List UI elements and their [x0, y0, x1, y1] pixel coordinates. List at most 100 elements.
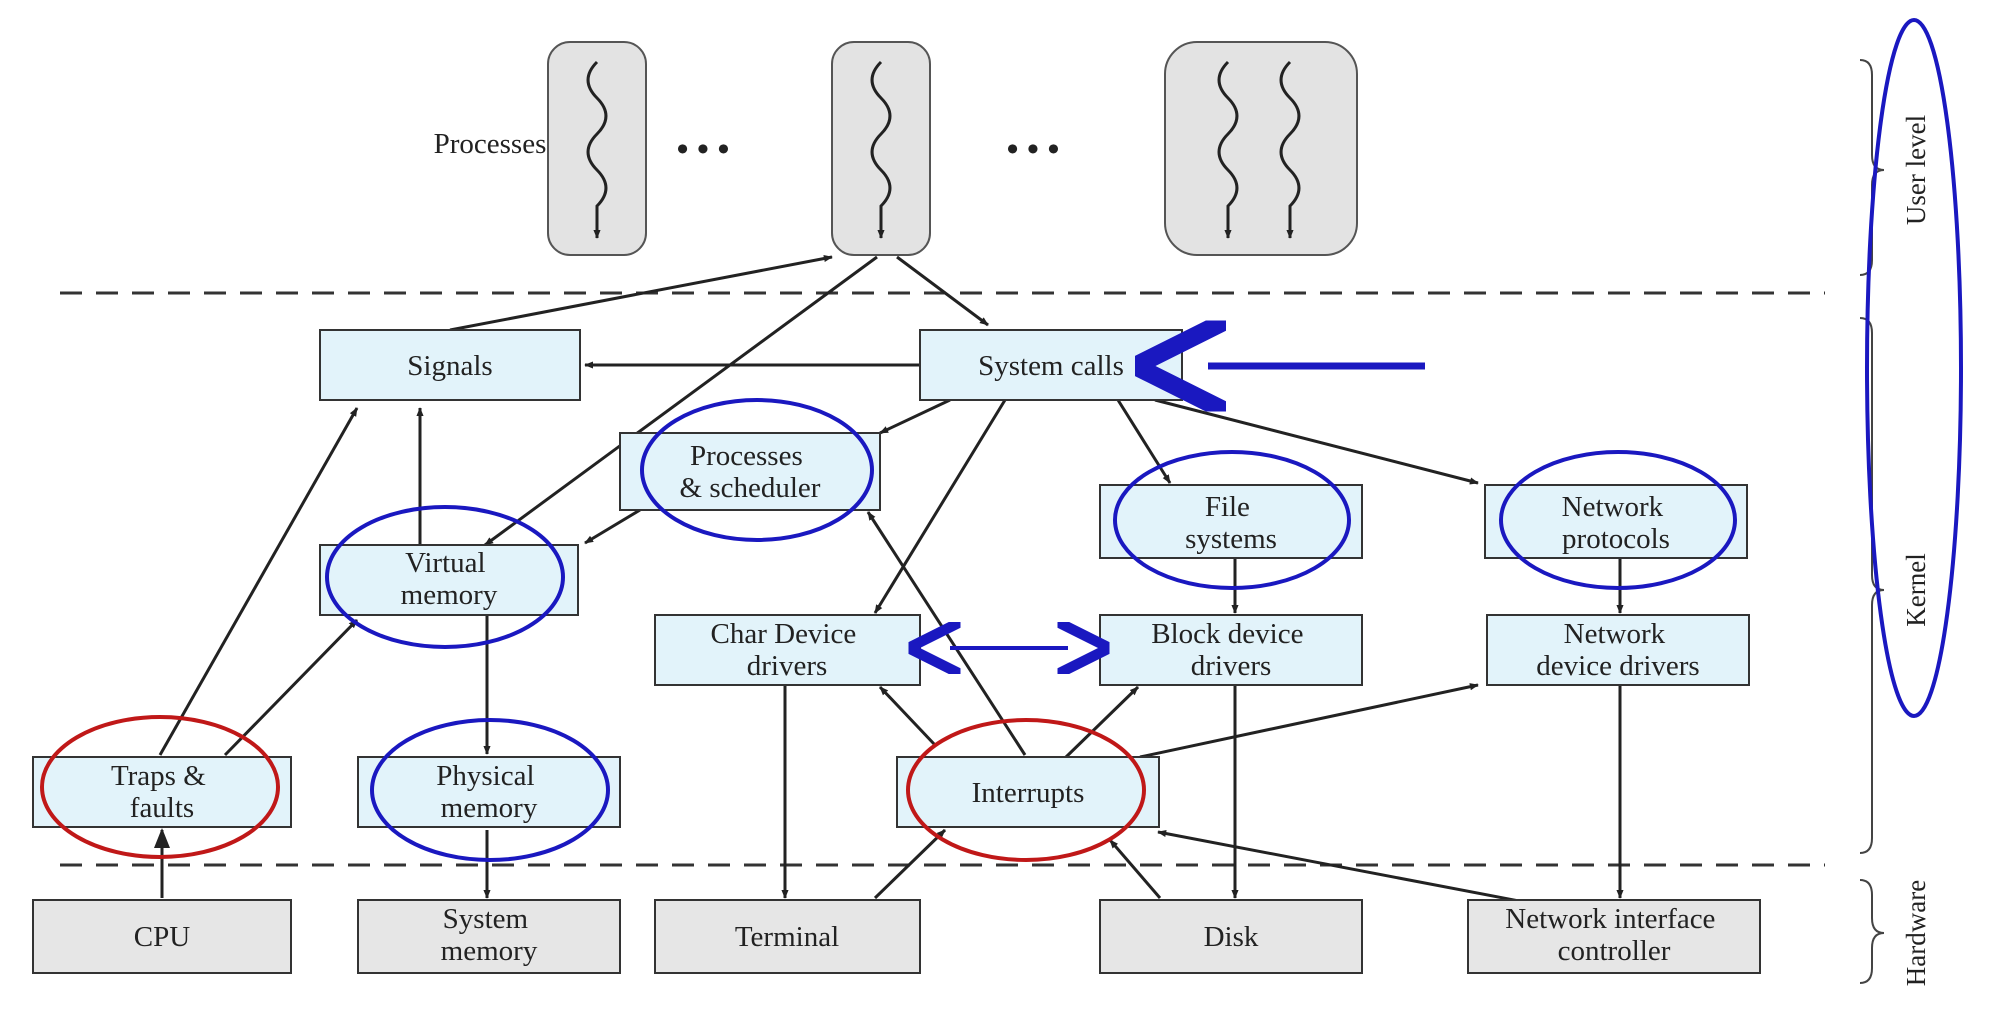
system-calls-label: System calls: [978, 350, 1124, 382]
svg-text:Network protocols: Network protocols: [1562, 491, 1671, 555]
highlight-network-protocols: [1499, 450, 1737, 590]
file-systems-label-2: systems: [1185, 523, 1277, 555]
system-memory-label-2: memory: [441, 935, 538, 967]
char-device-drivers-label-1: Char Device: [711, 618, 857, 650]
arrow-process-to-vm: [484, 255, 878, 547]
svg-text:Signals: Signals: [407, 350, 492, 382]
svg-text:Interrupts: Interrupts: [972, 777, 1085, 809]
arrow-syscalls-to-netproto: [1154, 398, 1479, 485]
highlight-kernel-level: [1865, 18, 1963, 718]
highlight-annotations: [40, 18, 1963, 862]
disk-label: Disk: [1204, 921, 1259, 953]
arrow-process-to-syscalls: [896, 255, 989, 327]
virtual-memory-box: Virtual memory: [319, 544, 579, 616]
disk-box: Disk: [1099, 899, 1363, 974]
terminal-box: Terminal: [654, 899, 921, 974]
nic-label-1: Network interface: [1505, 903, 1715, 935]
cpu-label: CPU: [134, 921, 190, 953]
network-device-drivers-box: Network device drivers: [1486, 614, 1750, 686]
processes-ellipsis-right: • • •: [1007, 131, 1060, 168]
arrow-syscalls-to-scheduler: [879, 398, 951, 435]
processes-scheduler-label-2: & scheduler: [680, 472, 821, 504]
process-3-multithreaded: [1164, 41, 1358, 256]
block-device-drivers-label-1: Block device: [1151, 618, 1303, 650]
arrow-interrupts-to-char-drivers: [878, 685, 937, 747]
char-device-drivers-box: Char Device drivers: [654, 614, 921, 686]
interrupts-box: Interrupts: [896, 756, 1160, 828]
process-2: [831, 41, 931, 256]
process-1: [547, 41, 647, 256]
system-memory-label-1: System: [443, 903, 529, 935]
svg-text:Network device drivers: Network device drivers: [1536, 618, 1699, 682]
cpu-box: CPU: [32, 899, 292, 974]
processes-ellipsis-left: • • •: [677, 131, 730, 168]
network-device-drivers-label-1: Network: [1564, 618, 1666, 650]
block-device-drivers-box: Block device drivers: [1099, 614, 1363, 686]
block-device-drivers-label-2: drivers: [1191, 650, 1272, 682]
user-level-label: User level: [1901, 115, 1931, 225]
file-systems-box: File systems: [1099, 484, 1363, 559]
network-device-drivers-label-2: device drivers: [1536, 650, 1699, 682]
svg-text:Disk: Disk: [1204, 921, 1259, 953]
arrow-syscalls-to-char-drivers: [873, 399, 1007, 614]
svg-text:Physical memory: Physical memory: [436, 760, 542, 824]
arrow-scheduler-to-vm: [584, 508, 641, 545]
interrupts-label: Interrupts: [972, 777, 1085, 809]
arrow-syscalls-to-fs: [1116, 399, 1172, 484]
arrow-signals-to-process: [449, 254, 833, 332]
virtual-memory-label-2: memory: [401, 579, 498, 611]
char-device-drivers-label-2: drivers: [747, 650, 828, 682]
physical-memory-label-2: memory: [441, 792, 538, 824]
file-systems-label-1: File: [1205, 491, 1250, 523]
processes-scheduler-label-1: Processes: [690, 440, 803, 472]
virtual-memory-label-1: Virtual: [405, 547, 485, 579]
user-level-brace: [1859, 59, 1885, 276]
svg-text:File systems: File systems: [1185, 491, 1277, 555]
svg-text:Virtual memory: Virtual memory: [401, 547, 498, 611]
kernel-level-label: Kernel: [1901, 553, 1931, 626]
physical-memory-label-1: Physical: [436, 760, 534, 792]
system-calls-box: System calls: [919, 329, 1183, 401]
svg-text:System calls: System calls: [978, 350, 1124, 382]
svg-text:CPU: CPU: [134, 921, 190, 953]
svg-text:Terminal: Terminal: [735, 921, 839, 953]
terminal-label: Terminal: [735, 921, 839, 953]
highlight-interrupts: [906, 718, 1146, 862]
processes-scheduler-box: Processes & scheduler: [619, 432, 881, 511]
kernel-brace: [1859, 317, 1885, 854]
highlight-virtual-memory: [325, 505, 565, 649]
svg-text:Block device drivers: Block device drivers: [1151, 618, 1310, 682]
signals-label: Signals: [407, 350, 492, 382]
svg-text:Traps & faults: Traps & faults: [111, 760, 213, 824]
svg-text:Network interface contro: Network interface controller: [1505, 903, 1722, 967]
signals-box: Signals: [319, 329, 581, 401]
hardware-level-label: Hardware: [1901, 880, 1931, 986]
network-protocols-label-2: protocols: [1562, 523, 1670, 555]
svg-text:Char Device drivers: Char Device drivers: [711, 618, 864, 682]
arrow-nic-to-interrupts: [1157, 829, 1541, 907]
arrow-disk-to-interrupts: [1108, 839, 1162, 899]
highlight-file-systems: [1113, 450, 1351, 590]
traps-faults-label-2: faults: [130, 792, 194, 824]
network-protocols-label-1: Network: [1562, 491, 1664, 523]
arrow-interrupts-to-net-drivers: [1139, 683, 1479, 759]
arrow-traps-to-vm: [223, 618, 359, 757]
nic-box: Network interface controller: [1467, 899, 1761, 974]
nic-label-2: controller: [1558, 935, 1671, 967]
physical-memory-box: Physical memory: [357, 756, 621, 828]
traps-faults-box: Traps & faults: [32, 756, 292, 828]
processes-label: Processes: [434, 128, 547, 160]
arrow-terminal-to-interrupts: [873, 828, 947, 900]
svg-text:System memory: System memory: [441, 903, 538, 967]
highlight-scheduler: [640, 398, 874, 542]
highlight-physical-memory: [370, 718, 610, 862]
hardware-brace: [1859, 879, 1885, 984]
traps-faults-label-1: Traps &: [111, 760, 206, 792]
highlight-traps-faults: [40, 715, 280, 859]
system-memory-box: System memory: [357, 899, 621, 974]
network-protocols-box: Network protocols: [1484, 484, 1748, 559]
arrow-interrupts-to-block-drivers: [1063, 685, 1140, 760]
arrow-traps-to-signals: [158, 407, 359, 756]
svg-text:Processes & scheduler: Processes & scheduler: [680, 440, 821, 504]
